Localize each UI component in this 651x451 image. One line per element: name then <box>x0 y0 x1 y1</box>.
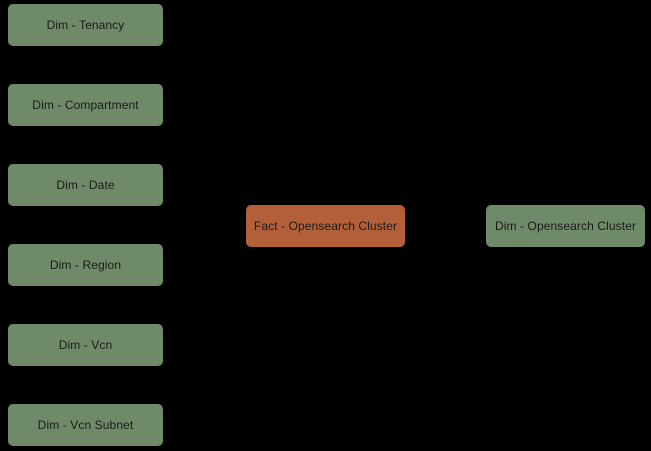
node-fact-opensearch-cluster[interactable]: Fact - Opensearch Cluster <box>246 205 405 247</box>
node-dim-opensearch-cluster[interactable]: Dim - Opensearch Cluster <box>486 205 645 247</box>
node-label: Dim - Tenancy <box>46 18 125 32</box>
node-label: Dim - Opensearch Cluster <box>494 219 637 233</box>
node-dim-compartment[interactable]: Dim - Compartment <box>8 84 163 126</box>
node-dim-vcn[interactable]: Dim - Vcn <box>8 324 163 366</box>
node-label: Dim - Compartment <box>32 98 139 112</box>
node-dim-date[interactable]: Dim - Date <box>8 164 163 206</box>
node-label: Dim - Date <box>56 178 115 192</box>
node-label: Dim - Region <box>49 258 122 272</box>
node-label: Fact - Opensearch Cluster <box>253 219 398 233</box>
node-dim-region[interactable]: Dim - Region <box>8 244 163 286</box>
node-label: Dim - Vcn <box>58 338 113 352</box>
node-label: Dim - Vcn Subnet <box>37 418 134 432</box>
node-dim-tenancy[interactable]: Dim - Tenancy <box>8 4 163 46</box>
node-dim-vcn-subnet[interactable]: Dim - Vcn Subnet <box>8 404 163 446</box>
